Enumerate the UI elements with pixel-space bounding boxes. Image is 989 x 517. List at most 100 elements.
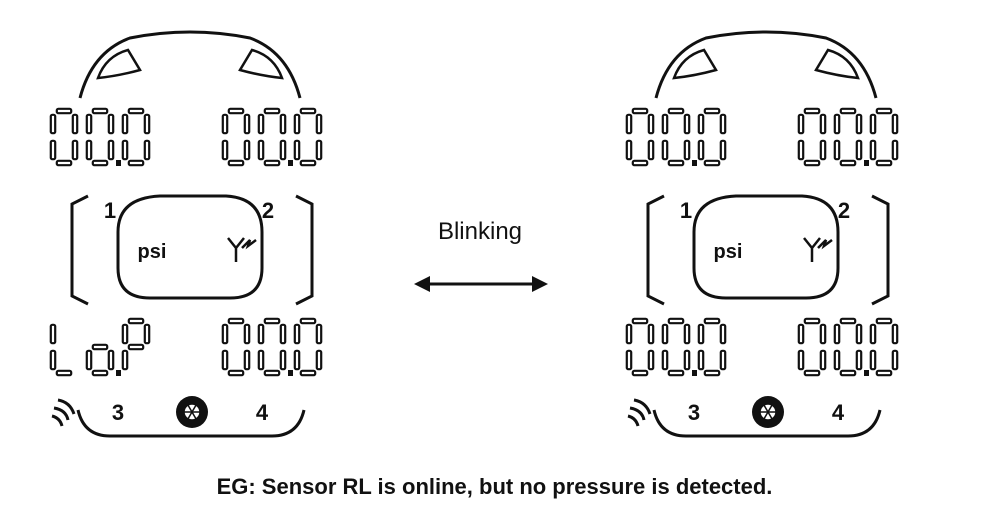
segment <box>661 113 669 135</box>
segment <box>107 113 115 135</box>
left-bracket <box>646 194 665 306</box>
segment <box>833 139 841 161</box>
right-mirror-icon <box>814 48 860 80</box>
segment <box>279 349 287 371</box>
segment <box>315 349 323 371</box>
segment <box>127 343 145 351</box>
segment <box>263 159 281 167</box>
segment <box>49 349 57 371</box>
segment <box>85 113 93 135</box>
segment <box>683 349 691 371</box>
left-mirror-icon <box>96 48 142 80</box>
segment <box>631 317 649 325</box>
readout-rear-right <box>797 317 899 377</box>
position-number-2: 2 <box>262 198 274 223</box>
segment <box>855 113 863 135</box>
segment <box>55 159 73 167</box>
segment <box>121 323 129 345</box>
segment <box>797 323 805 345</box>
signal-icon <box>51 398 76 427</box>
segment <box>647 323 655 345</box>
segment <box>667 159 685 167</box>
digit <box>293 107 323 167</box>
digit <box>49 323 73 377</box>
segment <box>625 113 633 135</box>
readout-rear-right <box>221 317 323 377</box>
segment <box>143 139 151 161</box>
segment <box>257 323 265 345</box>
decimal-point <box>116 370 121 376</box>
digit <box>661 317 697 377</box>
segment <box>667 107 685 115</box>
segment <box>625 323 633 345</box>
segment <box>257 349 265 371</box>
segment <box>891 349 899 371</box>
position-number-2: 2 <box>838 198 850 223</box>
digit <box>257 107 293 167</box>
segment <box>293 349 301 371</box>
segment <box>127 317 145 325</box>
segment <box>243 349 251 371</box>
blinking-label: Blinking <box>437 218 523 245</box>
segment <box>257 139 265 161</box>
segment <box>875 159 893 167</box>
segment <box>299 369 317 377</box>
segment <box>49 323 57 345</box>
position-number-4: 4 <box>256 400 269 425</box>
segment <box>49 113 57 135</box>
segment <box>279 323 287 345</box>
unit-label: psi <box>138 241 167 263</box>
readout-front-left <box>49 107 151 167</box>
segment <box>143 323 151 345</box>
digit <box>293 317 323 377</box>
readout-rear-left <box>625 317 727 377</box>
segment <box>839 369 857 377</box>
segment <box>869 323 877 345</box>
segment <box>855 139 863 161</box>
segment <box>661 139 669 161</box>
digit <box>625 107 655 167</box>
segment <box>797 113 805 135</box>
position-number-3: 3 <box>688 400 700 425</box>
segment <box>243 139 251 161</box>
digit <box>697 317 727 377</box>
segment <box>263 369 281 377</box>
car-roof-outline <box>654 30 878 99</box>
segment <box>891 139 899 161</box>
segment <box>107 139 115 161</box>
segment <box>833 349 841 371</box>
right-bracket <box>871 194 890 306</box>
segment <box>243 323 251 345</box>
segment <box>819 139 827 161</box>
segment <box>227 317 245 325</box>
readout-front-right <box>797 107 899 167</box>
digit <box>221 107 251 167</box>
antenna-icon <box>227 237 257 262</box>
segment <box>875 107 893 115</box>
segment <box>697 113 705 135</box>
readout-front-left <box>625 107 727 167</box>
segment <box>869 349 877 371</box>
position-number-4: 4 <box>832 400 845 425</box>
decimal-point <box>288 160 293 166</box>
digit <box>797 317 827 377</box>
segment <box>315 113 323 135</box>
segment <box>279 139 287 161</box>
car-roof-outline <box>78 30 302 99</box>
segment <box>143 113 151 135</box>
digit <box>797 107 827 167</box>
position-number-1: 1 <box>680 198 692 223</box>
segment <box>293 113 301 135</box>
blink-arrow <box>414 276 548 292</box>
decimal-point <box>692 160 697 166</box>
caption: EG: Sensor RL is online, but no pressure… <box>216 474 773 499</box>
segment <box>797 349 805 371</box>
segment <box>221 349 229 371</box>
segment <box>85 139 93 161</box>
segment <box>833 113 841 135</box>
segment <box>875 369 893 377</box>
segment <box>299 159 317 167</box>
segment <box>855 323 863 345</box>
